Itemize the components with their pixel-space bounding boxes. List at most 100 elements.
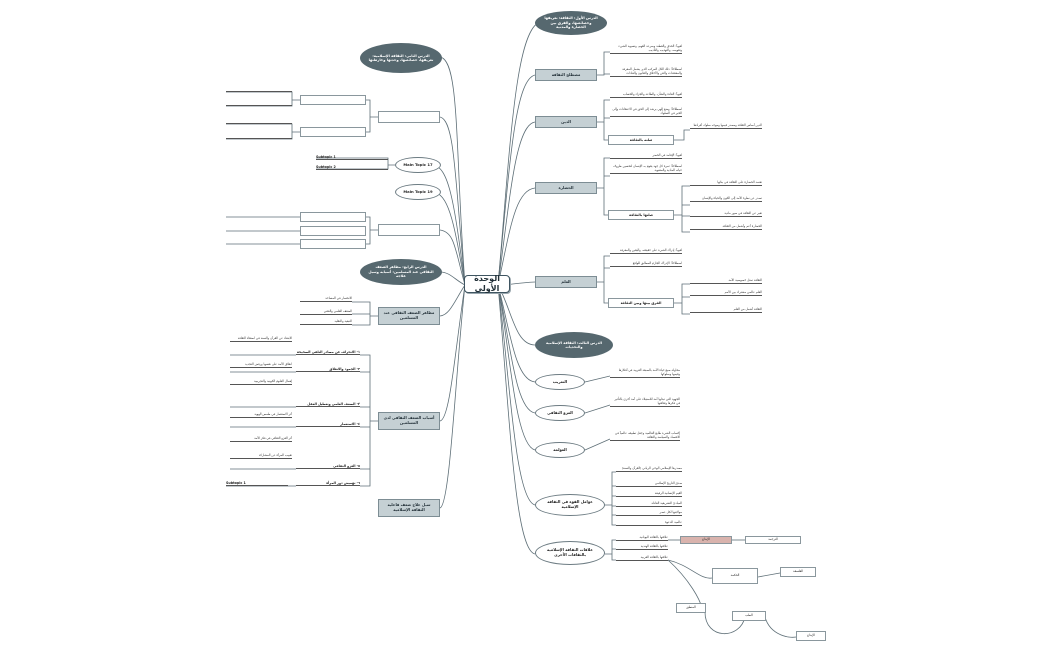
topic-mazahir[interactable]: مظاهر الضعف الثقافي عند المسلمين [378,307,440,325]
floating-translate[interactable]: الترجمة [745,536,801,544]
link-top2 [439,229,466,286]
link-l1 [497,21,541,286]
blank-line-2 [226,105,292,106]
hadara-sub-2: تصدر عن نظرة الأمة إلى الكون والحياة وال… [690,196,762,203]
asbab-item-3[interactable]: ٣- الضعف العلمي وتعطيل العقل [296,402,360,407]
topic-hadara[interactable]: الحضارة [535,182,597,194]
topic-ilaqat[interactable]: علاقات الثقافة الإسلامية بالثقافات الأخر… [535,541,605,565]
asbab-text-1: الابتعاد عن القرآن والسنة في استقاء الثق… [230,336,292,343]
mazahir-item-2: الضعف العلمي والتقني [300,309,352,316]
hadara-text-2: اصطلاحاً: ثمرة كل جهد يقوم به الإنسان لت… [610,164,682,175]
floating-pink[interactable]: الإبداع [680,536,732,544]
hadara-sub-3: تعبر عن الثقافة في صور مادية [690,211,762,218]
din-sub-box[interactable]: صلته بالثقافة [608,135,674,145]
floating-falsafa[interactable]: الفلسفة [780,567,816,577]
link-asbab [439,284,466,422]
asbab-text-3: إهمال العلوم الكونية والتجريبية [230,379,292,386]
asbab-text-2: انغلاق الأمة على نفسها ورفض التجديد [230,362,292,369]
mustalah-text-2: اصطلاحاً: ذلك الكل المركب الذي يشمل المع… [610,67,682,78]
ilaqat-item-3: علاقتها بالثقافة الغربية [616,555,668,562]
link-awlama [497,284,536,451]
blank-line-1 [226,91,292,92]
ilm-sub-3: الثقافة أشمل من العلم [690,307,762,314]
asbab-subtopic: Subtopic 1 [226,481,288,486]
topic-ilm[interactable]: العلم [535,276,597,288]
asbab-item-6[interactable]: ٦- تهميش دور المرأة [296,481,360,486]
hadara-sub-1: تعتمد الحضارة على الثقافة في بنائها [690,180,762,187]
link-din [497,121,536,286]
link-ilaqat [497,284,536,555]
ilm-text-2: اصطلاحاً: الإدراك الجازم المطابق للواقع [610,261,682,268]
floating-extra[interactable]: الإبداع [796,631,826,641]
blank-sub-3[interactable] [300,212,366,222]
ilm-sub-2: العلم عالمي مشترك بين الأمم [690,290,762,297]
blank-topic-1[interactable] [378,111,440,123]
subtopic-2-label: Subtopic 2 [316,165,388,170]
blank-sub-1[interactable] [300,95,366,105]
asbab-item-2[interactable]: ٢- الجمود والانغلاق [296,367,360,372]
topic-din[interactable]: الدين [535,116,597,128]
link-l2 [439,56,466,286]
topic-awlama[interactable]: العولمة [535,442,585,458]
link-ghazw [497,284,536,414]
blank-line-3 [226,123,292,124]
blank-line-4 [226,138,292,139]
blank-sub-4[interactable] [300,226,366,236]
asbab-text-6: تغييب المرأة عن المشاركة [230,453,292,460]
blank-sub-2[interactable] [300,127,366,137]
link-mustalah [497,74,536,286]
lesson-3-oval[interactable]: الدرس الثالث: الثقافة الإسلامية والتحديا… [535,332,613,358]
ilaqat-item-1: علاقتها بالثقافة اليونانية [616,535,668,542]
link-taghrib [497,284,536,383]
floating-mantiq[interactable]: المنطق [676,603,706,613]
ilm-sub-1: الثقافة تمثل خصوصية الأمة [690,278,762,285]
topic-qiwa[interactable]: عوامل القوة في الثقافة الإسلامية [535,494,605,516]
asbab-text-4: أثر الاستعمار في طمس الهوية [230,412,292,419]
link-top1 [439,116,466,286]
lesson-4-oval[interactable]: الدرس الرابع: مظاهر الضعف الثقافي عند ال… [360,259,442,285]
lesson-2-oval[interactable]: الدرس الثاني: الثقافة الإسلامية: تعريفها… [360,43,442,73]
central-topic[interactable]: الوحدة الأولى [464,274,510,293]
mazahir-item-3: التبعية والتقليد [300,319,352,326]
main-topic-19[interactable]: Main Topic 19 [395,184,441,200]
asbab-text-5: أثر الغزو الثقافي في فكر الأمة [230,436,292,443]
topic-ghazw[interactable]: الغزو الثقافي [535,405,585,421]
ilm-sub-box[interactable]: الفرق بينها وبين الثقافة [608,298,674,308]
asbab-item-1[interactable]: ١- الانحراف عن مصادر التلقي الصحيحة [296,350,360,355]
qiwa-item-3: القيم الإنسانية الرفيعة [616,491,682,498]
hadara-sub-box[interactable]: صلتها بالثقافة [608,210,674,220]
awlama-text: إكساب الشيء طابع العالمية وجعل تطبيقه عا… [610,431,680,442]
asbab-item-5[interactable]: ٥- الغزو الثقافي [296,464,360,469]
din-text-1: لغوياً: العادة والشأن، والطاعة والجزاء و… [610,92,682,99]
floating-tib[interactable]: الطب [732,611,766,621]
qiwa-item-4: المبادئ التشريعية العادلة [616,501,682,508]
asbab-item-4[interactable]: ٤- الاستعمار [296,422,360,427]
topic-ilaj[interactable]: سبل علاج ضعف فاعلية الثقافة الإسلامية [378,499,440,517]
taghrib-text: محاولة صبغ حياة الأمة بالصبغة الغربية في… [610,368,680,379]
blank-sub-5[interactable] [300,239,366,249]
din-sub-text: الدين أساس الثقافة ومصدر قيمها وموجه سلو… [690,123,762,130]
topic-mustalah[interactable]: مصطلح الثقافة [535,69,597,81]
qiwa-item-1: مصدرها الإسلامي الوحي الرباني (القرآن وا… [616,466,682,473]
main-topic-17[interactable]: Main Topic 17 [395,157,441,173]
hadara-text-1: لغوياً: الإقامة في الحضر [610,153,682,160]
qiwa-item-5: مواكبتها لكل عصر [616,510,682,517]
blank-topic-2[interactable] [378,224,440,236]
link-ilaj [439,284,466,509]
topic-taghrib[interactable]: التغريب [535,374,585,390]
din-text-2: اصطلاحاً: وضع إلهي يرشد إلى الحق في الاع… [610,107,682,118]
link-qiwa [497,284,536,506]
ghazw-text: الجهود التي تبذلها أمة للاستيلاء على أمة… [610,397,680,408]
link-mazahir [439,284,466,317]
floating-hikma[interactable]: الحكمة [712,568,758,584]
qiwa-item-2: صدق التاريخ الإسلامي [616,481,682,488]
lesson-1-oval[interactable]: الدرس الأول: الثقافة: تعريفها وخصائصها، … [535,11,607,35]
link-hadara [497,187,536,286]
ilaqat-item-2: علاقتها بالثقافة الهندية [616,544,668,551]
link-l4 [439,271,466,286]
mustalah-text-1: لغوياً: الحذق والفطنة وسرعة الفهم، وتسوي… [610,44,682,55]
topic-asbab[interactable]: أسباب الضعف الثقافي لدى المسلمين [378,412,440,430]
subtopic-1-label: Subtopic 1 [316,155,388,160]
mazahir-item-1: الانحسار في المساحة [300,296,352,303]
